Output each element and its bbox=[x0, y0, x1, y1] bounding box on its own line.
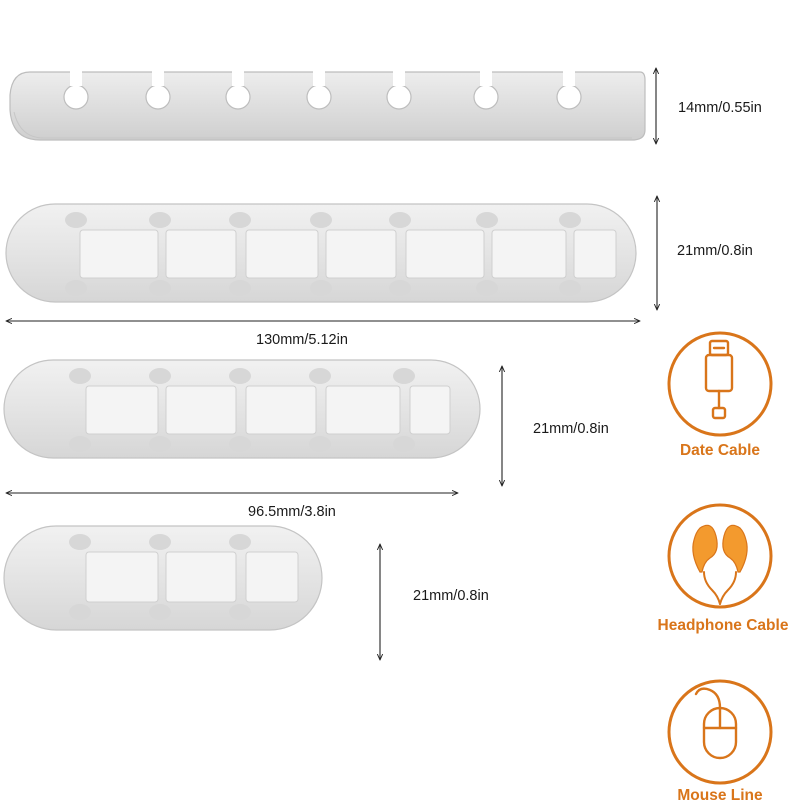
width-label-five-slot: 96.5mm/3.8in bbox=[248, 504, 336, 520]
caption-headphone-cable: Headphone Cable bbox=[657, 617, 789, 634]
mouse-icon bbox=[667, 679, 773, 785]
caption-date-cable: Date Cable bbox=[679, 442, 761, 459]
clip-three-slot bbox=[3, 525, 323, 631]
height-label-seven-slot: 21mm/0.8in bbox=[677, 243, 753, 259]
clip-side-view bbox=[9, 70, 646, 141]
height-label-five-slot: 21mm/0.8in bbox=[533, 421, 609, 437]
height-label-side-view: 14mm/0.55in bbox=[678, 100, 762, 116]
dimension-arrows bbox=[6, 68, 657, 660]
clip-five-slot bbox=[3, 359, 481, 459]
usb-cable-icon bbox=[667, 331, 773, 437]
clip-seven-slot bbox=[5, 203, 637, 303]
earphones-icon bbox=[667, 503, 773, 609]
caption-mouse-line: Mouse Line bbox=[677, 787, 763, 800]
height-label-three-slot: 21mm/0.8in bbox=[413, 588, 489, 604]
width-label-seven-slot: 130mm/5.12in bbox=[256, 332, 348, 348]
